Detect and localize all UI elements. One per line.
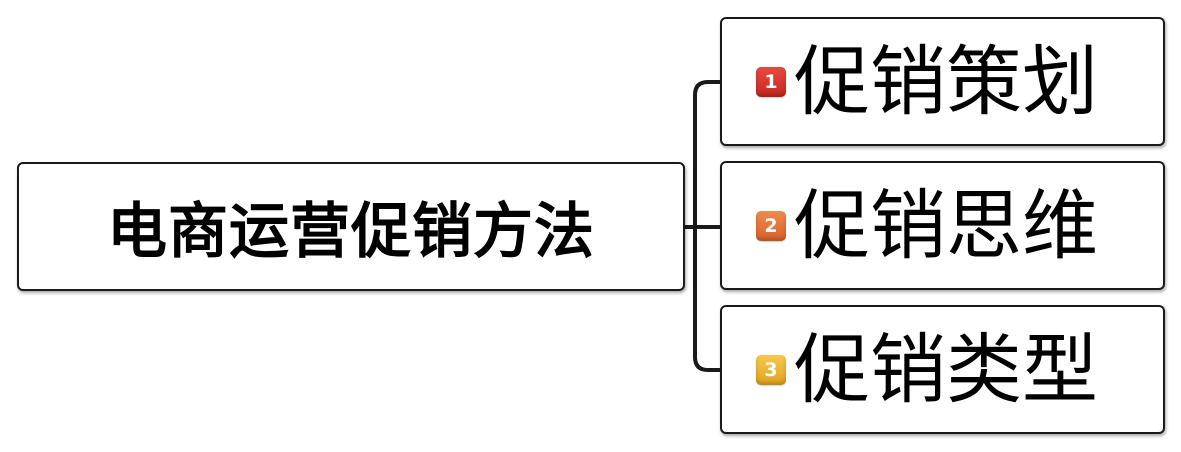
subtopic-3[interactable]: 3 促销类型 [720, 305, 1165, 434]
subtopic-1[interactable]: 1 促销策划 [720, 17, 1165, 146]
root-topic-label: 电商运营促销方法 [107, 197, 595, 267]
priority-3-badge-icon: 3 [756, 354, 786, 385]
subtopic-3-label: 促销类型 [794, 324, 1098, 414]
priority-1-badge-icon: 1 [756, 66, 786, 97]
subtopic-1-label: 促销策划 [794, 36, 1098, 126]
connector-branch-1 [693, 80, 720, 227]
subtopic-2-label: 促销思维 [794, 180, 1098, 270]
priority-2-badge-icon: 2 [756, 210, 786, 241]
root-topic[interactable]: 电商运营促销方法 [17, 162, 685, 291]
connector-branch-3 [693, 227, 720, 372]
subtopic-2[interactable]: 2 促销思维 [720, 161, 1165, 290]
